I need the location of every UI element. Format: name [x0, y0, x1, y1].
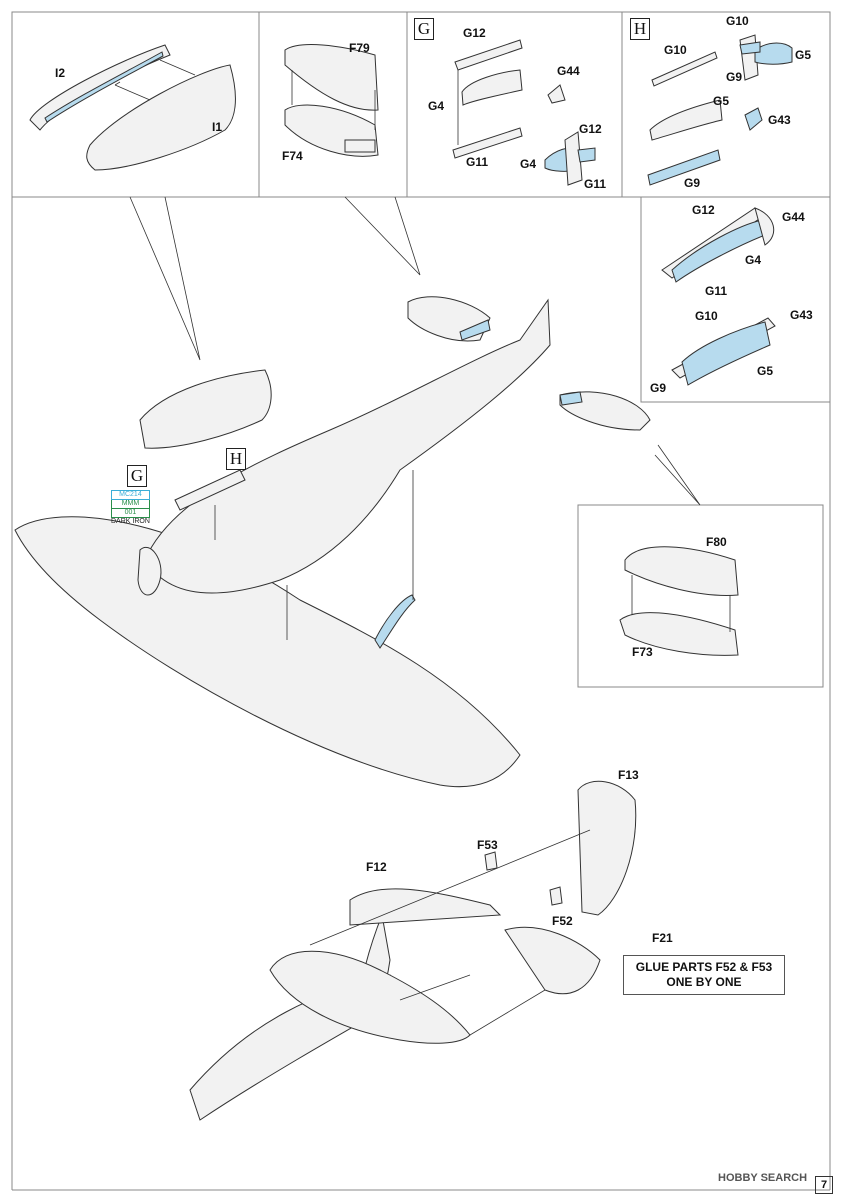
paint-code-3: 001 — [111, 509, 150, 518]
label-g43c: G43 — [790, 308, 813, 322]
label-g43a: G43 — [768, 113, 791, 127]
label-f12: F12 — [366, 860, 387, 874]
tail-assembly — [189, 780, 637, 1121]
tailplane-parts-top — [284, 44, 379, 157]
tailplane-detail-parts — [619, 546, 739, 656]
exhaust-installed-detail — [661, 207, 776, 386]
paint-code-2: MMM — [111, 500, 150, 509]
paint-name: DARK IRON — [111, 518, 150, 525]
label-i2: I2 — [55, 66, 66, 80]
label-i1: I1 — [212, 120, 223, 134]
cowling-parts — [29, 44, 236, 171]
exhaust-h-parts — [647, 34, 793, 186]
label-g12a: G12 — [463, 26, 486, 40]
label-g11b: G11 — [584, 177, 607, 191]
label-f53: F53 — [477, 838, 498, 852]
label-g12b: G12 — [579, 122, 602, 136]
group-g-box-main: G — [127, 465, 147, 487]
fuselage-wing-assembly — [14, 296, 651, 788]
label-g11c: G11 — [705, 284, 728, 298]
label-g44a: G44 — [557, 64, 580, 78]
exhaust-g-parts — [452, 39, 596, 186]
label-f79: F79 — [349, 41, 370, 55]
label-g12c: G12 — [692, 203, 715, 217]
label-g10b: G10 — [664, 43, 687, 57]
label-f74: F74 — [282, 149, 303, 163]
glue-note: GLUE PARTS F52 & F53 ONE BY ONE — [623, 955, 785, 995]
glue-note-line2: ONE BY ONE — [666, 975, 742, 989]
label-f13: F13 — [618, 768, 639, 782]
group-h-box-main: H — [226, 448, 246, 470]
label-g44c: G44 — [782, 210, 805, 224]
group-h-box: H — [630, 18, 650, 40]
label-g9a: G9 — [726, 70, 743, 84]
label-g4a: G4 — [428, 99, 445, 113]
watermark: HOBBY SEARCH — [718, 1172, 808, 1184]
label-f21: F21 — [652, 931, 673, 945]
label-g9c: G9 — [650, 381, 667, 395]
paint-callout: MC214 MMM 001 DARK IRON — [111, 490, 150, 526]
paint-code-1: MC214 — [111, 490, 150, 500]
label-f52: F52 — [552, 914, 573, 928]
label-f80: F80 — [706, 535, 727, 549]
label-g4b: G4 — [520, 157, 537, 171]
label-g11a: G11 — [466, 155, 489, 169]
label-g5b: G5 — [713, 94, 730, 108]
label-g9b: G9 — [684, 176, 701, 190]
label-g5a: G5 — [795, 48, 812, 62]
label-g5c: G5 — [757, 364, 774, 378]
top-panel-frame — [11, 11, 831, 198]
label-g4c: G4 — [745, 253, 762, 267]
page-number: 7 — [815, 1176, 833, 1194]
group-g-box: G — [414, 18, 434, 40]
detail-f80-frame — [577, 504, 824, 688]
glue-note-line1: GLUE PARTS F52 & F53 — [635, 960, 773, 974]
label-g10a: G10 — [726, 14, 749, 28]
label-g10c: G10 — [695, 309, 718, 323]
label-f73: F73 — [632, 645, 653, 659]
